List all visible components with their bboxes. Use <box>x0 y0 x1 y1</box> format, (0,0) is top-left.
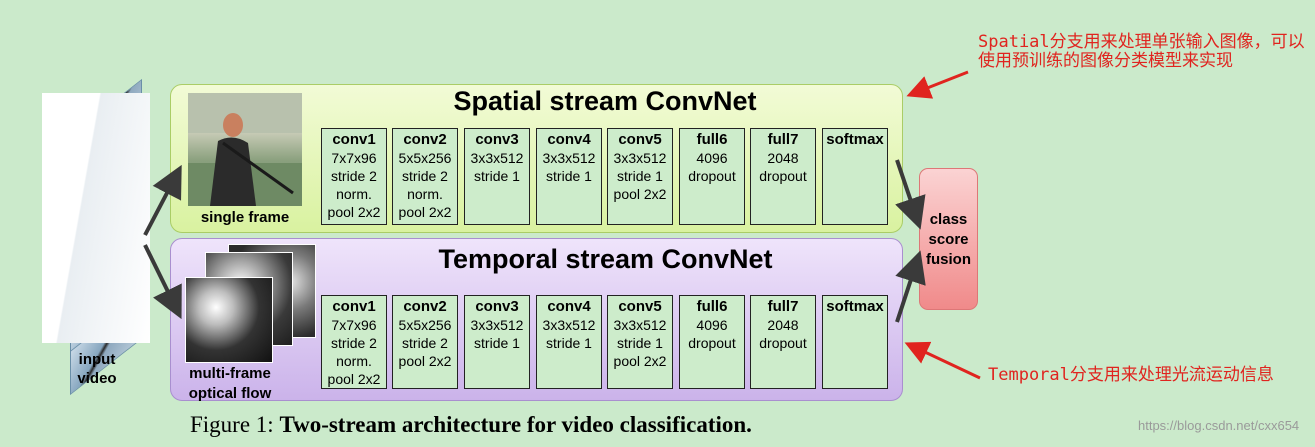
temporal-layer-full7: full7 2048 dropout <box>750 295 816 389</box>
layer-detail: dropout <box>759 335 807 351</box>
temporal-layer-conv4: conv4 3x3x512 stride 1 <box>536 295 602 389</box>
layer-detail: 7x7x96 <box>331 150 377 166</box>
layer-detail: 4096 <box>696 150 728 166</box>
input-label-line2: video <box>77 370 117 387</box>
layer-detail: stride 1 <box>617 335 663 351</box>
layer-detail: stride 1 <box>546 335 592 351</box>
temporal-layer-conv3: conv3 3x3x512 stride 1 <box>464 295 530 389</box>
layer-name: full7 <box>767 131 799 148</box>
temporal-layer-full6: full6 4096 dropout <box>679 295 745 389</box>
layer-detail: 3x3x512 <box>470 150 524 166</box>
layer-detail: 5x5x256 <box>398 317 452 333</box>
layer-detail: stride 1 <box>474 168 520 184</box>
layer-detail: 3x3x512 <box>470 317 524 333</box>
layer-detail: dropout <box>688 335 736 351</box>
class-score-fusion-box <box>919 168 978 310</box>
flow-label-line1: multi-frame <box>189 365 271 382</box>
spatial-layer-conv4: conv4 3x3x512 stride 1 <box>536 128 602 225</box>
layer-detail: 5x5x256 <box>398 150 452 166</box>
layer-detail: pool 2x2 <box>398 204 452 220</box>
layer-detail: norm. <box>407 186 443 202</box>
figure-caption: Figure 1: Two-stream architecture for vi… <box>190 412 752 438</box>
spatial-stream-title: Spatial stream ConvNet <box>453 86 757 116</box>
layer-name: conv3 <box>475 131 519 148</box>
temporal-annotation-arrow <box>904 341 981 380</box>
layer-detail: norm. <box>336 353 372 369</box>
layer-name: conv4 <box>547 131 591 148</box>
layer-name: full6 <box>696 131 728 148</box>
layer-detail: dropout <box>688 168 736 184</box>
layer-name: conv3 <box>475 298 519 315</box>
flow-label-line2: optical flow <box>188 385 272 402</box>
input-label-line1: input <box>78 351 116 368</box>
layer-detail: dropout <box>759 168 807 184</box>
optical-flow-image-1 <box>185 277 273 363</box>
spatial-annotation-arrow <box>906 70 969 99</box>
layer-name: full7 <box>767 298 799 315</box>
layer-detail: pool 2x2 <box>327 371 381 387</box>
temporal-layer-conv2: conv2 5x5x256 stride 2 pool 2x2 <box>392 295 458 389</box>
caption-bold: Two-stream architecture for video classi… <box>279 412 752 437</box>
spatial-layer-conv3: conv3 3x3x512 stride 1 <box>464 128 530 225</box>
layer-detail: 3x3x512 <box>542 317 596 333</box>
spatial-annotation: Spatial分支用来处理单张输入图像，可以使用预训练的图像分类模型来实现 <box>978 32 1305 71</box>
layer-detail: 2048 <box>767 150 799 166</box>
layer-detail: pool 2x2 <box>613 186 667 202</box>
temporal-layer-conv5: conv5 3x3x512 stride 1 pool 2x2 <box>607 295 673 389</box>
optical-flow-label: multi-frame optical flow <box>180 364 280 404</box>
spatial-layer-full6: full6 4096 dropout <box>679 128 745 225</box>
layer-name: conv2 <box>403 131 447 148</box>
temporal-stream-title: Temporal stream ConvNet <box>438 244 773 274</box>
caption-prefix: Figure 1: <box>190 412 280 437</box>
layer-name: conv5 <box>618 298 662 315</box>
layer-name: softmax <box>826 298 884 315</box>
layer-detail: 4096 <box>696 317 728 333</box>
layer-detail: 7x7x96 <box>331 317 377 333</box>
layer-detail: pool 2x2 <box>327 204 381 220</box>
layer-detail: 3x3x512 <box>542 150 596 166</box>
watermark: https://blog.csdn.net/cxx654 <box>1138 418 1300 433</box>
temporal-layer-conv1: conv1 7x7x96 stride 2 norm. pool 2x2 <box>321 295 387 389</box>
temporal-annotation: Temporal分支用来处理光流运动信息 <box>988 365 1274 385</box>
layer-detail: stride 2 <box>402 335 448 351</box>
spatial-layer-full7: full7 2048 dropout <box>750 128 816 225</box>
layer-name: conv1 <box>332 298 376 315</box>
layer-detail: stride 2 <box>331 335 377 351</box>
spatial-layer-conv5: conv5 3x3x512 stride 1 pool 2x2 <box>607 128 673 225</box>
layer-name: conv4 <box>547 298 591 315</box>
single-frame-label: single frame <box>200 209 290 226</box>
layer-detail: pool 2x2 <box>398 353 452 369</box>
fusion-line3: fusion <box>926 251 971 268</box>
layer-detail: stride 1 <box>546 168 592 184</box>
layer-name: conv5 <box>618 131 662 148</box>
layer-detail: norm. <box>336 186 372 202</box>
class-score-fusion-label: class score fusion <box>919 210 978 270</box>
temporal-layer-softmax: softmax <box>822 295 888 389</box>
layer-detail: pool 2x2 <box>613 353 667 369</box>
layer-detail: stride 2 <box>402 168 448 184</box>
layer-name: conv2 <box>403 298 447 315</box>
layer-detail: 2048 <box>767 317 799 333</box>
layer-detail: stride 2 <box>331 168 377 184</box>
layer-name: conv1 <box>332 131 376 148</box>
spatial-layer-conv2: conv2 5x5x256 stride 2 norm. pool 2x2 <box>392 128 458 225</box>
layer-name: softmax <box>826 131 884 148</box>
layer-detail: 3x3x512 <box>613 317 667 333</box>
layer-detail: 3x3x512 <box>613 150 667 166</box>
single-frame-image <box>188 93 302 206</box>
fusion-line1: class <box>929 211 968 228</box>
layer-detail: stride 1 <box>617 168 663 184</box>
input-video-frames <box>42 93 150 343</box>
layer-detail: stride 1 <box>474 335 520 351</box>
spatial-layer-softmax: softmax <box>822 128 888 225</box>
input-video-label: input video <box>52 350 142 388</box>
fusion-line2: score <box>928 231 969 248</box>
spatial-layer-conv1: conv1 7x7x96 stride 2 norm. pool 2x2 <box>321 128 387 225</box>
layer-name: full6 <box>696 298 728 315</box>
